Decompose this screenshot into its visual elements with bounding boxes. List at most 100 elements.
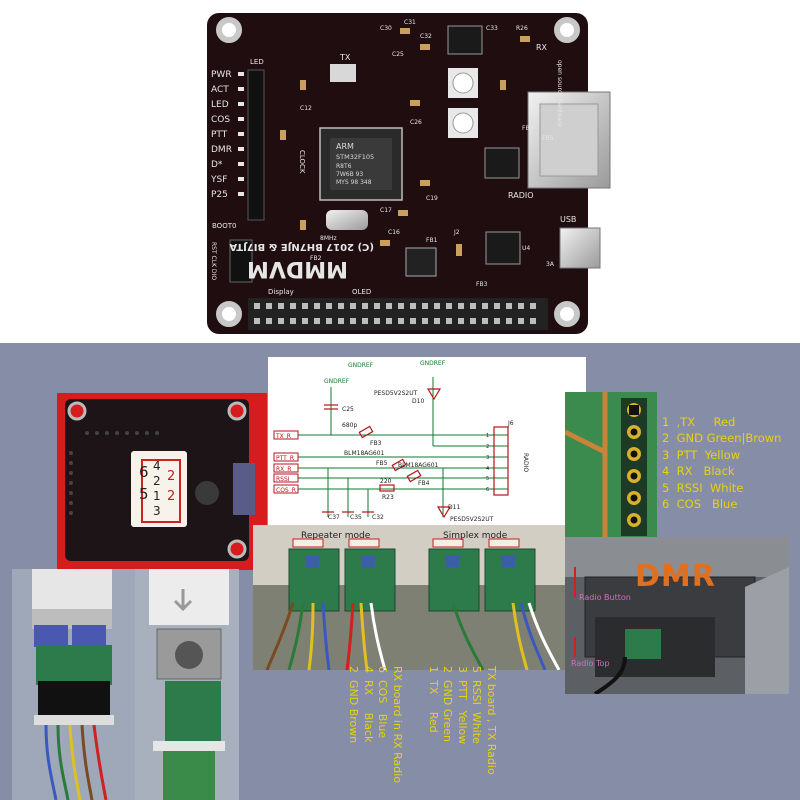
copyright-text: (C) 2017 BH7NJE & BI7JTA xyxy=(229,241,374,252)
tx-board-note: TX board , TX Radio 5 RSSI White 3 PTT Y… xyxy=(418,666,498,790)
tx-note-line-4: 2 GND Green xyxy=(441,666,455,743)
header-pins xyxy=(254,303,536,324)
svg-text:6: 6 xyxy=(486,487,489,493)
svg-text:D*: D* xyxy=(211,160,223,170)
svg-text:C31: C31 xyxy=(404,19,416,26)
repeater-mode-label: Repeater mode xyxy=(301,531,371,541)
dmr-radio-drawing xyxy=(565,537,789,694)
svg-text:C19: C19 xyxy=(426,195,438,202)
cable-left-drawing xyxy=(32,569,114,800)
led-dots xyxy=(238,72,244,196)
svg-text:DMR: DMR xyxy=(211,145,232,155)
svg-text:BLM18AG601: BLM18AG601 xyxy=(344,450,385,457)
cable-photo-left xyxy=(12,569,135,800)
pinout-item-3: 3 PTT Yellow xyxy=(662,447,741,462)
svg-text:YSF: YSF xyxy=(210,175,227,185)
schematic-drawing: TX_R PTT_R RX_R RSSI COS_R GNDREF GNDREF… xyxy=(273,360,529,523)
svg-text:FB2: FB2 xyxy=(310,255,322,262)
svg-text:C17: C17 xyxy=(380,207,392,214)
pinout-item-6: 6 COS Blue xyxy=(662,497,738,512)
svg-text:1: 1 xyxy=(486,433,489,439)
svg-text:FB5: FB5 xyxy=(542,135,554,142)
radio-button-label: Radio Button xyxy=(579,593,631,602)
red-board-photo: 6 5 4 2 1 3 2 2 xyxy=(57,393,267,570)
svg-text:C35: C35 xyxy=(350,514,362,521)
swd-header xyxy=(229,239,253,283)
pinout-pcb-drawing xyxy=(565,392,647,542)
ic-right xyxy=(484,147,520,179)
svg-text:PESD5V2S2UT: PESD5V2S2UT xyxy=(374,390,418,397)
svg-text:PESD5V2S2UT: PESD5V2S2UT xyxy=(450,516,494,523)
part-labels: C25 680p FB3 BLM18AG601 FB5 BLM18AG601 F… xyxy=(328,390,514,523)
svg-text:FB3: FB3 xyxy=(370,440,382,447)
trimmer-pots xyxy=(448,68,478,138)
svg-text:D11: D11 xyxy=(448,504,460,511)
connector-radio-label: RADIO xyxy=(522,453,529,472)
usb-connector xyxy=(559,227,601,269)
radio-top-label: Radio Top xyxy=(571,659,610,668)
svg-text:FB4: FB4 xyxy=(418,480,430,487)
dmr-radio-photo: DMR Radio Button Radio Top xyxy=(565,537,789,694)
cable-photo-right xyxy=(135,569,239,800)
ic-top xyxy=(447,25,483,55)
open-hw-label: open source hardware xyxy=(556,60,563,127)
mcu-brand: ARM xyxy=(336,142,354,151)
tx-note-line-3: 3 PTT Yellow xyxy=(456,666,469,745)
smd-components xyxy=(280,28,530,256)
clock-label: CLOCK xyxy=(298,150,306,174)
svg-text:J6: J6 xyxy=(507,420,514,427)
svg-text:ACT: ACT xyxy=(211,85,229,95)
svg-text:COS: COS xyxy=(211,115,230,125)
svg-text:C16: C16 xyxy=(388,229,400,236)
connector-pins: 123 456 xyxy=(486,433,489,493)
tx-note-line-2: 5 RSSI White xyxy=(470,666,484,744)
svg-text:C25: C25 xyxy=(342,406,354,413)
pinout-item-1: 1 ,TX Red xyxy=(662,415,736,429)
svg-text:TX_R: TX_R xyxy=(275,433,291,440)
led-label: LED xyxy=(250,58,264,66)
svg-text:PWR: PWR xyxy=(211,70,232,80)
svg-text:R23: R23 xyxy=(382,494,394,501)
svg-text:R26: R26 xyxy=(516,25,528,32)
svg-text:FB1: FB1 xyxy=(426,237,438,244)
svg-text:RSSI: RSSI xyxy=(276,476,290,483)
svg-text:GNDREF: GNDREF xyxy=(324,378,350,385)
mcu-line3: 7W6B 93 xyxy=(336,171,363,178)
oled-label: OLED xyxy=(352,288,371,296)
svg-text:PTT_R: PTT_R xyxy=(276,455,294,462)
crystal-small xyxy=(330,64,356,82)
rx-note-line-2: 6 COS Blue xyxy=(376,666,390,739)
pcb-drawing: ARM STM32F105 R8T6 7W6B 93 MYS 98 348 xyxy=(207,13,611,334)
svg-text:RX_R: RX_R xyxy=(276,466,291,473)
svg-text:C25: C25 xyxy=(392,51,404,58)
svg-text:FB4: FB4 xyxy=(522,125,534,132)
svg-text:U4: U4 xyxy=(522,245,530,252)
pinout-item-2: 2 GND Green|Brown xyxy=(662,431,782,446)
svg-text:COS_R: COS_R xyxy=(276,487,296,494)
svg-text:C32: C32 xyxy=(420,33,432,40)
tx-note-line-5: 1 TX Red xyxy=(427,666,440,733)
rx-label: RX xyxy=(536,43,548,52)
swd-label: RST CLK DIO xyxy=(210,242,217,280)
pinout-legend: 1 ,TX Red 2 GND Green|Brown 3 PTT Yellow… xyxy=(662,414,800,512)
mode-boards-drawing xyxy=(253,525,565,670)
svg-text:5: 5 xyxy=(486,476,489,482)
rx-note-line-4: 2 GND Brown xyxy=(347,666,361,744)
led-header xyxy=(247,69,265,221)
svg-text:8MHz: 8MHz xyxy=(320,235,337,242)
rx-board-note: RX board in RX Radio 6 COS Blue 4 RX Bla… xyxy=(332,666,405,786)
ic-u1 xyxy=(485,231,521,265)
svg-text:BLM18AG601: BLM18AG601 xyxy=(398,462,439,469)
svg-text:3A: 3A xyxy=(546,261,555,268)
cable-right-drawing xyxy=(149,569,229,800)
svg-text:GNDREF: GNDREF xyxy=(420,360,446,367)
simplex-mode-label: Simplex mode xyxy=(443,531,508,541)
svg-text:C37: C37 xyxy=(328,514,340,521)
regulator-u3 xyxy=(405,247,437,277)
svg-text:220: 220 xyxy=(380,478,392,485)
display-label: Display xyxy=(268,288,294,296)
mcu-line4: MYS 98 348 xyxy=(336,179,372,186)
svg-text:J2: J2 xyxy=(453,229,460,236)
mcu-line2: R8T6 xyxy=(336,163,352,170)
svg-text:D10: D10 xyxy=(412,398,424,405)
